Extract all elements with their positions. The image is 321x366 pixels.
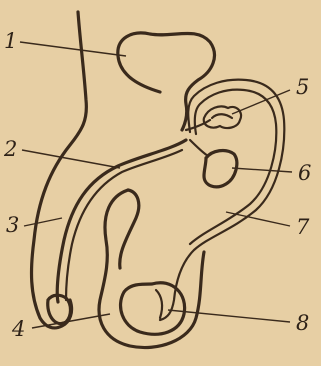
leader-6 [232, 168, 292, 172]
leader-8 [168, 310, 290, 322]
leader-2 [22, 150, 120, 168]
label-2: 2 [3, 137, 17, 161]
duct-to-gland [190, 140, 208, 156]
scrotum-inner-wall [120, 190, 139, 268]
leader-3 [24, 218, 62, 226]
scrotum [99, 190, 204, 348]
urethra-outer [57, 140, 186, 302]
seminal-vesicle [204, 106, 241, 128]
label-1: 1 [4, 29, 17, 53]
label-4: 4 [11, 317, 25, 341]
label-8: 8 [296, 311, 309, 335]
vas-deferens [160, 80, 284, 320]
label-7: 7 [296, 215, 310, 239]
seminal-vesicle-fold [212, 114, 232, 118]
label-6: 6 [298, 161, 311, 185]
label-3: 3 [6, 213, 19, 237]
epididymis [156, 290, 162, 318]
leader-5 [232, 90, 290, 114]
leader-1 [20, 42, 126, 56]
bladder [118, 33, 215, 130]
urethra-inner [66, 150, 182, 300]
label-5: 5 [296, 75, 309, 99]
